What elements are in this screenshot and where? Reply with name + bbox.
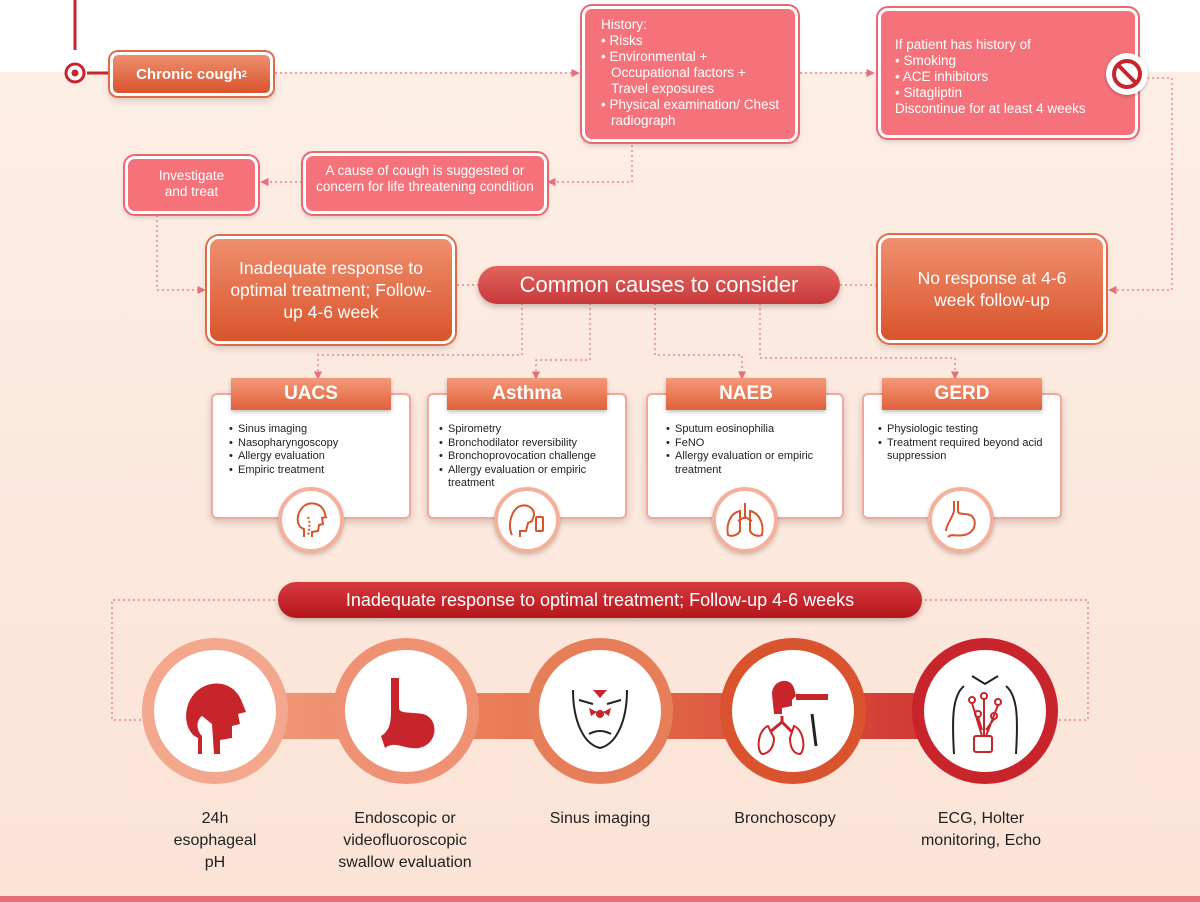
test-label: Sinus imaging [549, 810, 651, 827]
discontinue-item: • Smoking [895, 53, 957, 68]
cause-title: Asthma [492, 383, 562, 404]
cause-test-item: Allergy evaluation [229, 450, 403, 464]
cause-test-item: Physiologic testing [878, 423, 1054, 437]
test-label: ECG, Holter monitoring, Echo [920, 810, 1042, 849]
cause-title: GERD [934, 383, 990, 404]
cause-test-item: Bronchoprovocation challenge [439, 450, 623, 464]
investigate-label: Investigate and treat [158, 168, 225, 199]
followup-banner: Inadequate response to optimal treatment… [278, 582, 922, 618]
test-ring-cardiac [912, 638, 1058, 784]
test-ring-swallow [333, 638, 479, 784]
history-box: History: • Risks • Environmental + Occup… [582, 6, 798, 142]
inadequate-response-box: Inadequate response to optimal treatment… [207, 236, 455, 344]
cause-tab-gerd: GERD [882, 378, 1042, 410]
cause-title: NAEB [719, 383, 773, 404]
discontinue-item: • Sitagliptin [895, 85, 963, 100]
stomach-icon [345, 650, 467, 772]
head-throat-icon [278, 487, 344, 553]
cause-test-item: Spirometry [439, 423, 623, 437]
common-causes-label: Common causes to consider [519, 272, 799, 297]
discontinue-item: • ACE inhibitors [895, 69, 989, 84]
lungs-icon [712, 487, 778, 553]
cause-test-item: Sinus imaging [229, 423, 403, 437]
cause-tab-asthma: Asthma [447, 378, 607, 410]
chronic-cough-label: Chronic cough [136, 65, 242, 83]
cause-suggested-label: A cause of cough is suggested or concern… [316, 163, 534, 194]
cause-suggested-box: A cause of cough is suggested or concern… [303, 153, 547, 214]
no-response-label: No response at 4-6 week follow-up [917, 268, 1067, 310]
bottom-rule [0, 896, 1200, 902]
cause-test-item: Empiric treatment [229, 464, 403, 478]
test-label: Bronchoscopy [734, 810, 836, 827]
test-ring-sinus [527, 638, 673, 784]
followup-banner-label: Inadequate response to optimal treatment… [345, 590, 855, 610]
cause-test-item: Allergy evaluation or empiric treatment [666, 450, 836, 477]
history-item: • Physical examination/ Chest radiograph [601, 97, 780, 128]
cause-test-item: Nasopharyngoscopy [229, 437, 403, 451]
discontinue-outro: Discontinue for at least 4 weeks [895, 101, 1086, 116]
prohibited-icon [1106, 53, 1148, 95]
cause-test-item: Bronchodilator reversibility [439, 437, 623, 451]
history-title: History: [601, 17, 647, 32]
cause-test-item: Allergy evaluation or empiric treatment [439, 464, 623, 491]
holter-monitor-icon [924, 650, 1046, 772]
investigate-box: Investigate and treat [125, 156, 258, 214]
cause-tab-naeb: NAEB [666, 378, 826, 410]
cause-test-item: Treatment required beyond acid suppressi… [878, 437, 1054, 464]
cause-test-item: Sputum eosinophilia [666, 423, 836, 437]
common-causes-pill: Common causes to consider [478, 266, 840, 304]
stomach-icon [928, 487, 994, 553]
cause-title: UACS [284, 383, 338, 404]
inadequate-response-label: Inadequate response to optimal treatment… [230, 258, 432, 322]
chronic-cough-superscript: 2 [241, 69, 247, 79]
cause-test-item: FeNO [666, 437, 836, 451]
cause-tab-uacs: UACS [231, 378, 391, 410]
history-item: • Environmental + Occupational factors +… [601, 49, 746, 96]
history-item: • Risks [601, 33, 643, 48]
discontinue-intro: If patient has history of [895, 37, 1031, 52]
test-ring-bronchoscopy [720, 638, 866, 784]
no-response-box: No response at 4-6 week follow-up [878, 235, 1106, 343]
throat-profile-icon [154, 650, 276, 772]
bronchoscopy-icon [732, 650, 854, 772]
inhaler-icon [494, 487, 560, 553]
sinus-face-icon [539, 650, 661, 772]
test-label: Endoscopic or videofluoroscopic swallow … [338, 810, 472, 871]
discontinue-box: If patient has history of • Smoking • AC… [878, 8, 1138, 138]
cause-card-uacs: Sinus imaging Nasopharyngoscopy Allergy … [211, 393, 411, 519]
test-ring-ph [142, 638, 288, 784]
test-label: 24h esophageal pH [173, 810, 257, 871]
